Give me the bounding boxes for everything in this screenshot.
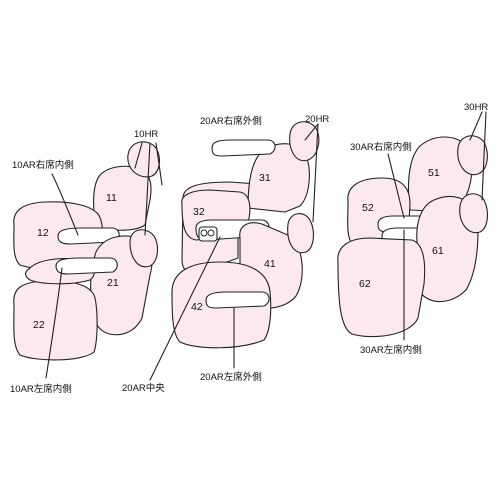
part-51: 51 <box>428 167 440 179</box>
part-21: 21 <box>107 277 119 289</box>
part-41: 41 <box>264 258 276 270</box>
label-20ar-left-outer: 20AR左席外側 <box>200 371 262 383</box>
part-22: 22 <box>33 319 45 331</box>
armrest-20ar-left-outer <box>205 291 270 309</box>
part-32: 32 <box>193 206 205 218</box>
cupholder-ring-b <box>207 229 215 237</box>
cushion-62 <box>337 237 426 338</box>
cushion-22 <box>13 280 98 361</box>
headrest-20hr-lower <box>287 213 315 254</box>
headrest-30hr-upper <box>457 135 488 176</box>
third-row-seat-group <box>337 111 489 341</box>
armrest-10ar-right-inner <box>57 227 120 245</box>
part-12: 12 <box>37 227 49 239</box>
label-20ar-right-outer: 20AR右席外側 <box>200 115 262 127</box>
seatback-51 <box>407 136 473 213</box>
part-61: 61 <box>432 245 444 257</box>
part-31: 31 <box>259 172 271 184</box>
part-42: 42 <box>191 301 203 313</box>
front-upper-seat <box>13 141 161 271</box>
second-row-seat-group <box>149 121 320 381</box>
front-seat-group <box>13 141 163 379</box>
headrest-30hr-lower <box>459 193 489 234</box>
front-lower-seat <box>13 229 159 361</box>
cupholder-ring-a <box>200 229 208 237</box>
part-11: 11 <box>106 192 117 204</box>
label-10ar-left-inner: 10AR左席内側 <box>10 383 72 395</box>
part-62: 62 <box>359 278 371 290</box>
label-10ar-right-inner: 10AR右席内側 <box>12 159 74 171</box>
armrest-10ar-left-inner <box>55 257 118 275</box>
label-30ar-right-inner: 30AR右席内側 <box>350 141 412 153</box>
part-52: 52 <box>362 202 374 214</box>
label-20hr: 20HR <box>305 114 329 125</box>
armrest-20ar-right-outer <box>211 139 276 157</box>
label-30hr: 30HR <box>464 102 488 113</box>
label-30ar-left-inner: 30AR左席内側 <box>360 344 422 356</box>
label-20ar-center: 20AR中央 <box>122 382 165 394</box>
label-10hr: 10HR <box>134 129 158 140</box>
headrest-10hr-lower <box>129 229 159 268</box>
